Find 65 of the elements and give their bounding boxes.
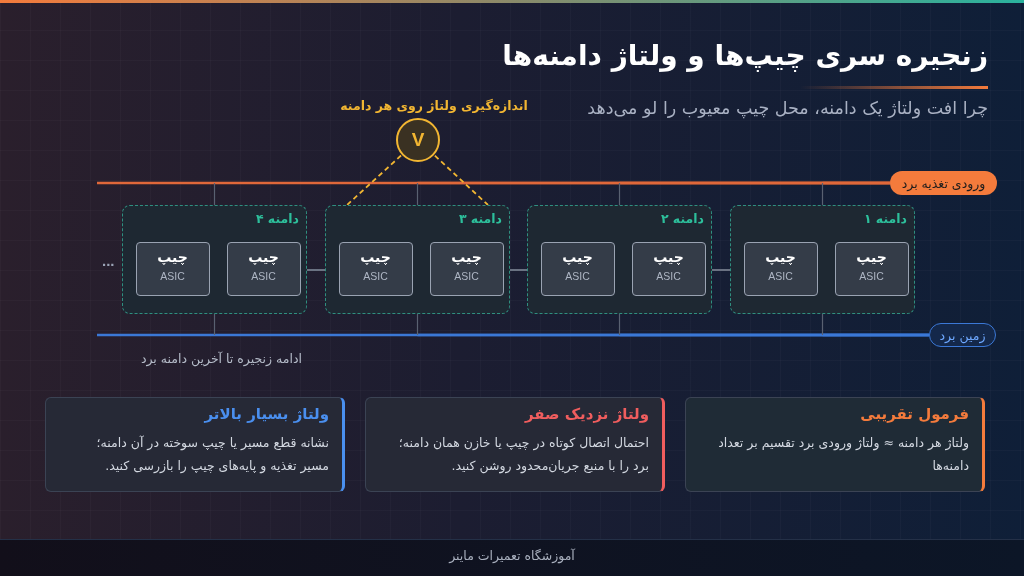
series-link	[509, 269, 528, 271]
branch-line	[213, 313, 216, 336]
chip-box	[631, 241, 706, 296]
chip-type-label: ASIC	[859, 269, 884, 282]
branch-line	[213, 182, 216, 206]
card-title: ولتاژ نزدیک صفر	[524, 404, 649, 424]
probe-line	[346, 154, 402, 206]
chip-box	[834, 241, 909, 296]
domain-box	[730, 205, 915, 314]
info-card	[685, 397, 985, 492]
card-title: ولتاژ بسیار بالاتر	[204, 404, 329, 424]
domain-box	[527, 205, 712, 314]
note-text: ادامه زنجیره تا آخرین دامنه برد	[140, 351, 302, 368]
chip-box	[135, 241, 210, 296]
chip-label: چیپ	[856, 248, 887, 265]
chip-box	[743, 241, 818, 296]
info-card	[45, 397, 345, 492]
branch-line	[618, 182, 621, 206]
chip-type-label: ASIC	[160, 269, 185, 282]
series-link	[306, 269, 326, 271]
domain-label: دامنه ۳	[458, 210, 502, 228]
voltmeter-circle: V	[396, 118, 440, 162]
branch-line	[821, 313, 824, 336]
ground-pill: زمین برد	[929, 323, 996, 347]
probe-line	[433, 154, 489, 206]
title: زنجیره سری چیپ‌ها و ولتاژ دامنه‌ها	[502, 38, 988, 74]
chip-box	[429, 241, 504, 296]
card-text: ولتاژ هر دامنه ≈ ولتاژ ورودی برد تقسیم بر تعداد دامنه‌ها	[717, 434, 969, 475]
series-link	[711, 269, 731, 271]
chip-label: چیپ	[157, 248, 188, 265]
chip-type-label: ASIC	[251, 269, 276, 282]
chip-label: چیپ	[653, 248, 684, 265]
card-text: نشانه قطع مسیر یا چیپ سوخته در آن دامنه؛ مسیر تغذیه و پایه‌های چیپ را بازرسی کنید.	[95, 434, 329, 476]
power-input-pill: ورودی تغذیه برد	[890, 171, 997, 195]
power-rail	[822, 181, 890, 185]
chip-label: چیپ	[248, 248, 279, 265]
chip-type-label: ASIC	[565, 269, 590, 282]
chip-box	[338, 241, 413, 296]
chip-label: چیپ	[360, 248, 391, 265]
chip-label: چیپ	[562, 248, 593, 265]
footer-text: آموزشگاه تعمیرات ماینر	[449, 548, 575, 565]
subtitle: چرا افت ولتاژ یک دامنه، محل چیپ معیوب را لو می‌دهد	[587, 97, 988, 120]
domain-label: دامنه ۱	[863, 210, 907, 228]
branch-line	[416, 313, 419, 336]
chip-type-label: ASIC	[768, 269, 793, 282]
domain-box	[122, 205, 307, 314]
card-text: احتمال اتصال کوتاه در چیپ یا خازن همان دامنه؛ برد را با منبع جریان‌محدود روشن کنید.	[397, 434, 649, 476]
chip-label: چیپ	[451, 248, 482, 265]
chip-label: چیپ	[765, 248, 796, 265]
branch-line	[416, 182, 419, 206]
chip-type-label: ASIC	[363, 269, 388, 282]
measure-label: اندازه‌گیری ولتاژ روی هر دامنه	[340, 97, 528, 115]
domain-box	[325, 205, 510, 314]
domain-label: دامنه ۲	[660, 210, 704, 228]
card-title: فرمول تقریبی	[860, 404, 969, 424]
chip-type-label: ASIC	[454, 269, 479, 282]
domain-label: دامنه ۴	[255, 210, 299, 228]
chip-box	[540, 241, 615, 296]
branch-line	[618, 313, 621, 336]
branch-line	[821, 182, 824, 206]
ground-rail	[822, 333, 929, 337]
info-card	[365, 397, 665, 492]
chip-type-label: ASIC	[656, 269, 681, 282]
chip-box	[226, 241, 301, 296]
continuation-dots: ...	[102, 251, 115, 271]
